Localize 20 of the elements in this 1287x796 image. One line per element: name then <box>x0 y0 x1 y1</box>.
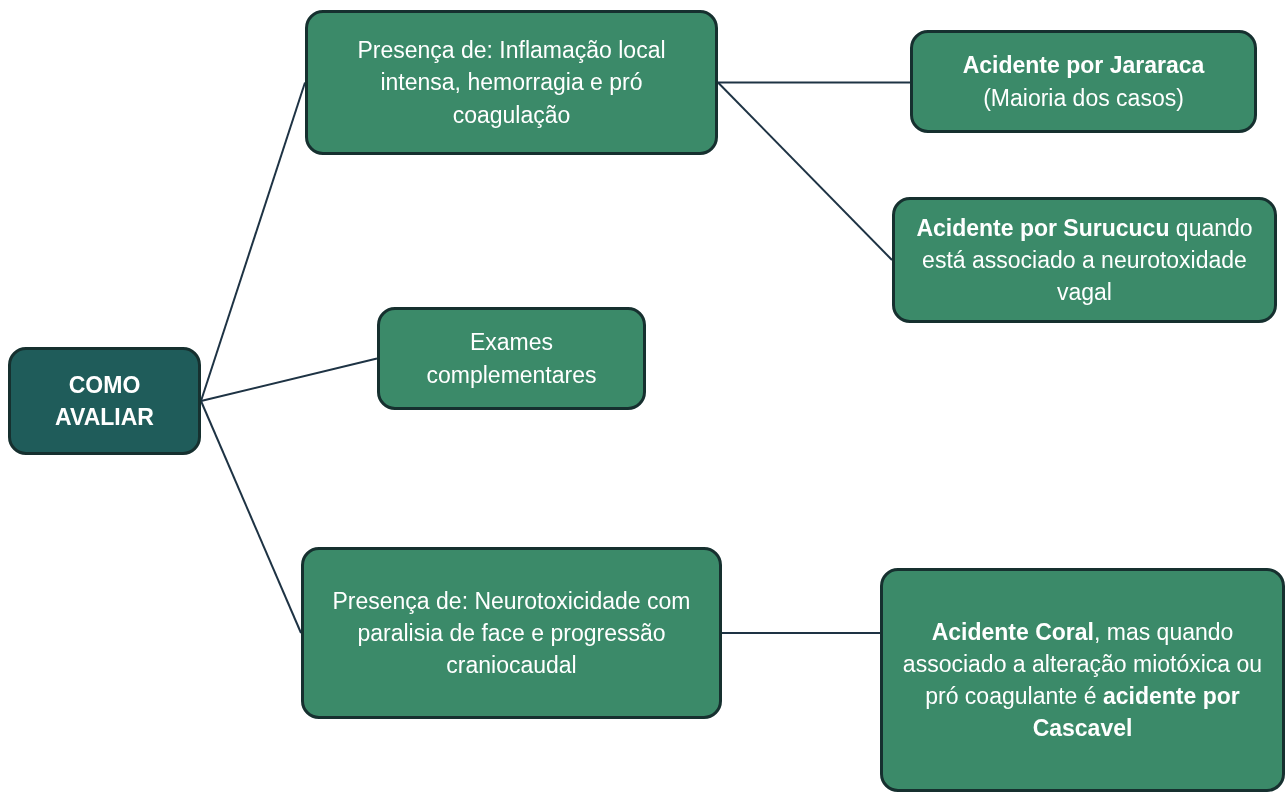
box-text: Presença de: Inflamação local intensa, hemorragia e pró coagulação <box>356 36 667 130</box>
box-text: Exames complementares <box>425 328 598 390</box>
connector-line <box>721 632 881 634</box>
root-topic-box <box>8 347 201 455</box>
topic-box <box>880 568 1285 792</box>
connector-line <box>200 81 306 402</box>
connector-line <box>200 357 378 402</box>
box-text: Acidente por Jararaca (Maioria dos casos) <box>961 51 1206 113</box>
topic-box <box>305 10 718 155</box>
topic-box <box>892 197 1277 323</box>
box-text: Presença de: Neurotoxicidade com paralisia de face e progressão craniocaudal <box>331 586 692 681</box>
topic-box <box>301 547 722 719</box>
topic-box <box>377 307 646 410</box>
box-text: Acidente Coral, mas quando associado a alteração miotóxica ou pró coagulante é acidente por Cascavel <box>901 617 1264 744</box>
topic-box <box>910 30 1257 133</box>
connector-line <box>200 400 302 634</box>
connector-line <box>717 81 893 261</box>
connector-line <box>717 81 911 84</box>
box-text: Acidente por Surucucu quando está associado a neurotoxidade vagal <box>915 213 1254 308</box>
box-text: COMO AVALIAR <box>54 370 155 432</box>
